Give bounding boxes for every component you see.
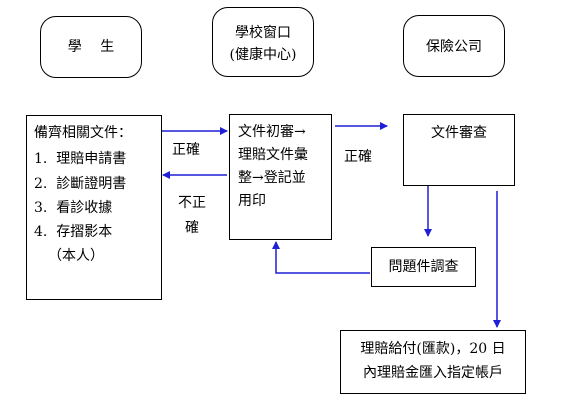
- correct-label-left: 正確: [172, 142, 200, 158]
- arrow-investigation-to-school: [272, 241, 370, 274]
- documents-heading: 備齊相關文件：: [34, 125, 132, 141]
- investigation-label: 問題件調查: [388, 259, 459, 275]
- incorrect-label-line2: 確: [185, 220, 199, 236]
- insurer-box: [403, 15, 505, 77]
- school-process-line: 文件初審→: [238, 124, 306, 140]
- document-item: 4. 存摺影本: [34, 224, 113, 240]
- investigation-box: [371, 247, 476, 287]
- documents-box: [26, 115, 162, 300]
- school-process-line: 用印: [238, 193, 266, 209]
- school-process-line: 整→登記並: [238, 170, 306, 186]
- documents-note: （本人）: [48, 248, 104, 264]
- school-process-line: 理賠文件彙: [238, 147, 308, 163]
- school-window-box: [212, 7, 314, 77]
- insurer-label: 保險公司: [426, 39, 482, 55]
- document-item: 2. 診斷證明書: [34, 176, 127, 192]
- insurer-review-box: [403, 114, 515, 186]
- insurer-review-label: 文件審查: [431, 125, 487, 141]
- school-window-label-line1: 學校窗口: [235, 25, 291, 41]
- student-label: 學 生: [67, 39, 115, 55]
- incorrect-label-line1: 不正: [178, 195, 206, 211]
- correct-label-right: 正確: [344, 149, 372, 165]
- payout-line1: 理賠給付(匯款)，20 日: [360, 341, 506, 357]
- payout-line2: 內理賠金匯入指定帳戶: [363, 365, 503, 381]
- school-process-box: [229, 114, 332, 240]
- school-window-label-line2: (健康中心): [229, 47, 297, 63]
- student-box: [40, 16, 142, 78]
- document-item: 1. 理賠申請書: [34, 151, 127, 167]
- payout-box: [340, 330, 526, 394]
- document-item: 3. 看診收據: [34, 200, 113, 216]
